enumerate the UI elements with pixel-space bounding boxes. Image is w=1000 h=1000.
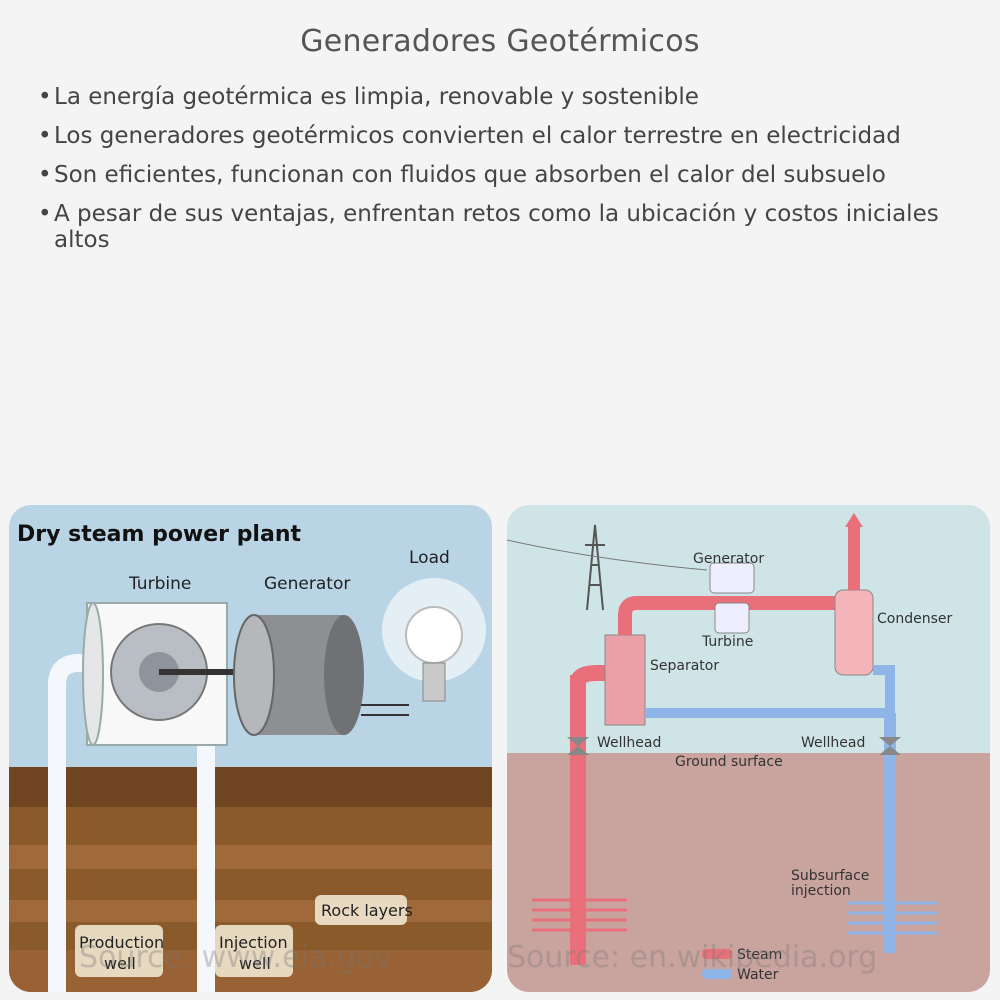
steam-line-top [618,596,837,635]
bullet-marker: • [38,84,52,110]
topsoil-layer [9,767,492,807]
turbine-label: Turbine [701,634,753,650]
schematic-svg: Generator Turbine Condenser Separator We… [507,513,990,992]
diagram-title: Dry steam power plant [17,522,301,547]
rock-layers-label: Rock layers [321,901,413,920]
source-watermark: Source: www.eia.gov [79,940,392,975]
bullet-marker: • [38,123,52,149]
water-return-line [645,665,895,718]
wellhead-valve-icon [567,737,589,755]
exhaust-arrow-icon [845,513,863,527]
dry-steam-diagram: Dry steam power plant Turbine Generator … [9,505,492,992]
rock-layer-band [9,845,492,869]
wellhead-label: Wellhead [597,735,661,751]
turbine-housing-end [82,602,104,746]
production-well-label-box [75,925,163,977]
source-watermark: Source: en.wikipedia.org [507,940,877,975]
injection-well-label-box [215,925,293,977]
condenser-vessel [834,589,874,676]
production-pipe [48,654,99,992]
legend-steam-label: Steam [737,947,782,963]
subsurface-injection-label: injection [791,883,851,899]
rock-layers-label-box [315,895,407,925]
rock-layer-band [9,900,492,922]
injection-well-label: well [239,954,271,973]
ground-surface-label: Ground surface [675,754,783,770]
geothermal-schematic: Generator Turbine Condenser Separator We… [507,505,990,992]
transmission-tower-icon [585,524,605,611]
subsurface-injection-label: Subsurface [791,868,869,884]
reservoir-water-lines [847,901,937,935]
legend-water-label: Water [737,967,779,983]
production-well-label: Production [79,933,164,952]
bullet-marker: • [38,201,52,227]
load-wire [361,704,409,716]
bullet-item: •La energía geotérmica es limpia, renova… [38,84,968,110]
bullet-text: Son eficientes, funcionan con fluidos qu… [54,162,886,188]
ground-area [507,753,990,992]
generator-label: Generator [693,551,764,567]
condenser-label: Condenser [877,611,952,627]
legend-steam-swatch [702,949,732,959]
load-label: Load [409,548,450,568]
power-line [507,539,708,571]
production-well-pipe [570,675,586,965]
light-bulb [405,606,463,664]
bullet-item: •Los generadores geotérmicos convierten … [38,123,968,149]
turbine-label: Turbine [128,574,191,594]
bullet-text: A pesar de sus ventajas, enfrentan retos… [54,201,939,253]
generator-face [233,614,275,736]
separator-label: Separator [650,658,719,674]
bullet-item: •A pesar de sus ventajas, enfrentan reto… [38,201,968,253]
page-title: Generadores Geotérmicos [300,24,700,59]
injection-well-label: Injection [219,933,288,952]
turbine-shaft [159,669,249,675]
injection-pipe [197,735,215,992]
wellhead-valve-icon [879,737,901,755]
steam-pipe [570,665,607,684]
generator-icon [709,562,755,594]
bullet-text: Los generadores geotérmicos convierten e… [54,123,901,149]
injection-well-pipe [884,713,896,953]
legend-water-swatch [702,969,732,979]
dry-steam-svg: Dry steam power plant Turbine Generator … [9,522,492,992]
wellhead-label: Wellhead [801,735,865,751]
reservoir-steam-lines [532,898,627,932]
bullet-marker: • [38,162,52,188]
separator-vessel [604,634,646,726]
production-well-label: well [104,954,136,973]
bulb-base [422,662,446,702]
bullet-text: La energía geotérmica es limpia, renovab… [54,84,699,110]
generator-label: Generator [264,574,350,594]
bullet-item: •Son eficientes, funcionan con fluidos q… [38,162,968,188]
generator-back [324,615,364,735]
turbine-icon [714,602,750,634]
bullet-list: •La energía geotérmica es limpia, renova… [38,84,968,266]
